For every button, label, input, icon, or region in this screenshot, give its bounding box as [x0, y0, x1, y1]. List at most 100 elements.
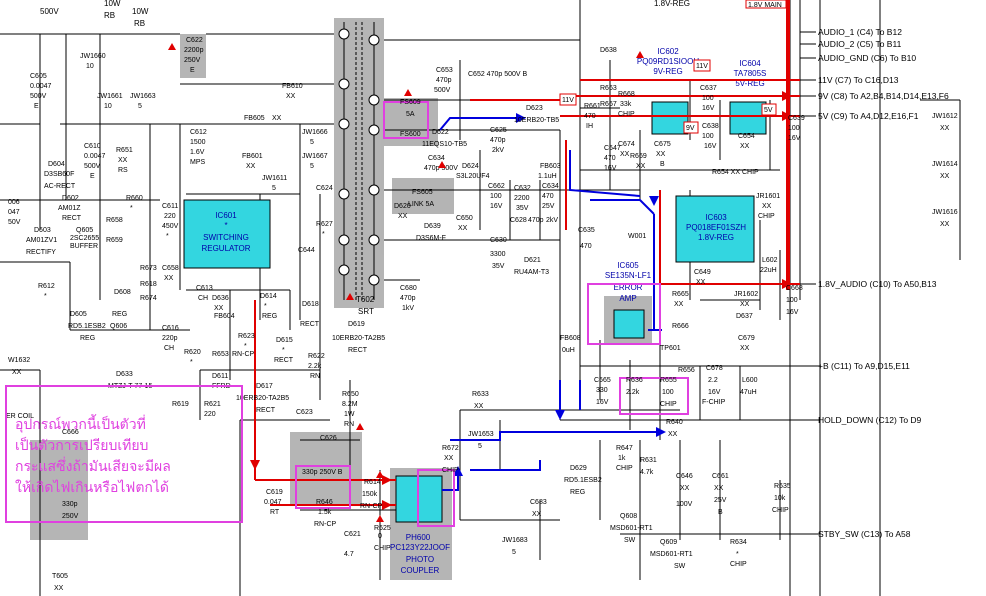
- warning-icons: [168, 43, 644, 522]
- highlight-boxes: [295, 101, 689, 527]
- note-line-1: อุปกรณ์พวกนี้เป็นตัวที่: [15, 417, 146, 433]
- component-label: 0.047: [264, 499, 282, 506]
- rail-9v: 9V (C8) To A2,B4,B14,D14,E13,F6: [818, 91, 949, 101]
- component-label: ER COIL: [6, 413, 34, 420]
- component-label: Q606: [110, 323, 127, 330]
- rail-audio-1: AUDIO_1 (C4) To B12: [818, 27, 902, 37]
- component-label: FB601: [242, 153, 263, 160]
- component-label: 5: [310, 139, 314, 146]
- component-label: 250V: [62, 513, 79, 520]
- rail-hold-down: HOLD_DOWN (C12) To D9: [818, 415, 922, 425]
- component-label: C634: [542, 183, 559, 190]
- component-label: XX: [696, 279, 706, 286]
- rail-stby-sw: STBY_SW (C13) To A58: [818, 529, 911, 539]
- component-label: 5: [512, 549, 516, 556]
- component-label: RN-CP: [360, 503, 382, 510]
- component-label: CHIP: [618, 111, 635, 118]
- top-label-main: 1.8V MAIN: [748, 2, 782, 9]
- component-label: D622: [432, 129, 449, 136]
- component-label: XX: [118, 157, 128, 164]
- main-rail-red: [786, 0, 790, 290]
- ic603-line2: PQ018EF01SZH: [686, 223, 746, 232]
- component-label: C624: [316, 185, 333, 192]
- ic604-block: IC604 TA7805S 5V-REG: [729, 59, 767, 135]
- component-label: C632: [514, 185, 531, 192]
- component-label: 16V: [490, 203, 503, 210]
- component-label: 100V: [676, 501, 693, 508]
- component-label: XX: [668, 431, 678, 438]
- component-label: C635: [578, 227, 595, 234]
- component-label: 1kV: [402, 305, 414, 312]
- component-label: R620: [184, 349, 201, 356]
- component-label: C637: [700, 85, 717, 92]
- component-label: D639: [424, 223, 441, 230]
- component-label: JW1683: [502, 537, 528, 544]
- ph600-line1: PH600: [406, 533, 431, 542]
- component-label: D636: [212, 295, 229, 302]
- component-label: R619: [172, 401, 189, 408]
- component-label: CH: [164, 345, 174, 352]
- component-label: B: [718, 509, 723, 516]
- component-label: D624: [462, 163, 479, 170]
- component-label: D602: [62, 195, 79, 202]
- component-label: 50V: [8, 219, 21, 226]
- component-label: RN: [310, 373, 320, 380]
- top-label-10w-a: 10W: [104, 0, 121, 8]
- component-label: D633: [116, 371, 133, 378]
- component-label: R635: [774, 483, 791, 490]
- tag-9v: 9V: [686, 125, 695, 132]
- component-label: 25V: [542, 203, 555, 210]
- component-label: 16V: [704, 143, 717, 150]
- component-label: C668: [786, 285, 803, 292]
- component-label: D611: [212, 373, 228, 380]
- component-label: IH: [586, 123, 593, 130]
- component-label: B: [660, 161, 665, 168]
- component-label: RECTIFY: [26, 249, 56, 256]
- component-label: R654 XX CHIP: [712, 169, 759, 176]
- component-label: *: [44, 293, 47, 300]
- ic603-line3: 1.8V-REG: [698, 233, 734, 242]
- top-label-rb-a: RB: [104, 11, 115, 20]
- component-label: C605: [30, 73, 47, 80]
- ph600-line4: COUPLER: [401, 566, 440, 575]
- component-label: CHIP: [730, 561, 747, 568]
- component-label: CHIP: [374, 545, 391, 552]
- component-label: XX: [458, 225, 468, 232]
- component-label: C639: [788, 115, 805, 122]
- component-label: C634: [428, 155, 445, 162]
- component-label: RECT: [62, 215, 82, 222]
- component-label: 16V: [708, 389, 721, 396]
- component-label: 5: [478, 443, 482, 450]
- component-label: 47uH: [740, 389, 757, 396]
- note-line-3: กระแสซึ่งถ้ามันเสียจะมีผล: [15, 459, 171, 475]
- component-label: MSD601-RT1: [610, 525, 653, 532]
- component-label: XX: [214, 305, 224, 312]
- component-label: D615: [276, 337, 293, 344]
- component-label: R663: [600, 85, 617, 92]
- t602-type: SRT: [358, 307, 374, 316]
- component-label: D605: [70, 311, 87, 318]
- component-label: R618: [140, 281, 157, 288]
- top-label-10w-b: 10W: [132, 7, 149, 16]
- component-label: 0.0047: [84, 153, 106, 160]
- component-label: 10ERB20-TA2B5: [332, 335, 385, 342]
- component-label: S3L20UF4: [456, 173, 490, 180]
- component-label: XX: [714, 485, 724, 492]
- component-label: 100: [702, 95, 714, 102]
- component-label: C674: [618, 141, 635, 148]
- component-label: CH: [198, 295, 208, 302]
- component-label: C650: [456, 215, 473, 222]
- component-label: R614: [364, 479, 381, 486]
- component-label: E: [90, 173, 95, 180]
- component-label: REG: [262, 313, 277, 320]
- component-label: R665: [672, 291, 689, 298]
- ph600-line3: PHOTO: [406, 555, 434, 564]
- ic605-block: IC605 SE135N-LF1 ERROR AMP: [605, 261, 652, 339]
- component-label: TP601: [660, 345, 681, 352]
- component-label: XX: [940, 221, 950, 228]
- component-label: 2.2k: [626, 389, 640, 396]
- component-label: R612: [38, 283, 55, 290]
- component-label: MPS: [190, 159, 206, 166]
- component-label: 470: [604, 155, 616, 162]
